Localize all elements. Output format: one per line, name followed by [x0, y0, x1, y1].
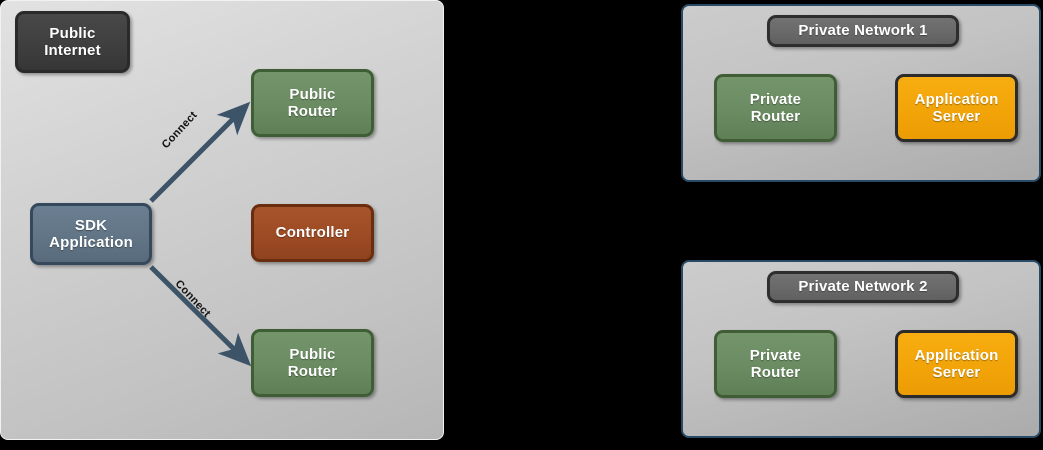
edge-label-connect-top: Connect — [159, 109, 200, 152]
private-network-1-title-label: Private Network 1 — [798, 22, 928, 40]
node-private-router-1-label: Private Router — [749, 90, 802, 125]
public-internet-badge: Public Internet — [15, 11, 130, 73]
private-network-1-panel: Private Network 1 Private Router Applica… — [681, 4, 1041, 182]
node-public-router-top-label: Public Router — [287, 85, 338, 120]
node-private-router-2-label: Private Router — [749, 346, 802, 381]
private-network-2-panel: Private Network 2 Private Router Applica… — [681, 260, 1041, 438]
public-internet-panel: Connect Connect Public Internet SDK Appl… — [0, 0, 444, 440]
node-public-router-bottom-label: Public Router — [287, 345, 338, 380]
node-application-server-1[interactable]: Application Server — [895, 74, 1018, 142]
public-internet-badge-label: Public Internet — [44, 24, 101, 59]
node-application-server-2-label: Application Server — [914, 346, 999, 381]
private-network-2-title: Private Network 2 — [767, 271, 959, 303]
node-public-router-top[interactable]: Public Router — [251, 69, 374, 137]
edge-label-connect-bottom: Connect — [172, 277, 213, 320]
edge-connect-top — [149, 101, 251, 203]
node-private-router-2[interactable]: Private Router — [714, 330, 837, 398]
private-network-1-title: Private Network 1 — [767, 15, 959, 47]
node-sdk-application[interactable]: SDK Application — [30, 203, 152, 265]
node-application-server-1-label: Application Server — [914, 90, 999, 125]
node-public-router-bottom[interactable]: Public Router — [251, 329, 374, 397]
node-private-router-1[interactable]: Private Router — [714, 74, 837, 142]
node-controller-label: Controller — [275, 224, 350, 242]
node-sdk-application-label: SDK Application — [49, 216, 133, 251]
private-network-2-title-label: Private Network 2 — [798, 278, 928, 296]
node-controller[interactable]: Controller — [251, 204, 374, 262]
node-application-server-2[interactable]: Application Server — [895, 330, 1018, 398]
